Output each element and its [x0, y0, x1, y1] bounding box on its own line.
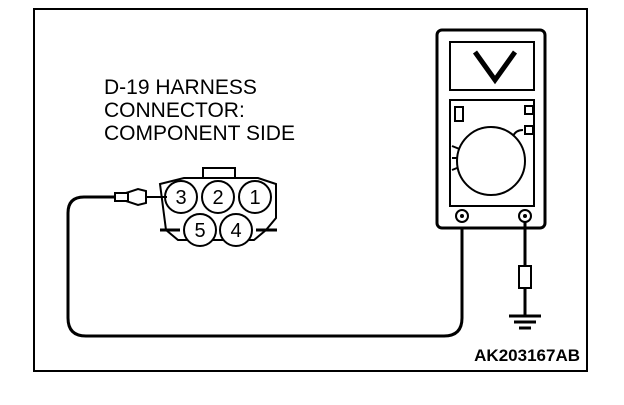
pin-5-label: 5 — [194, 220, 205, 242]
pin-3-label: 3 — [175, 187, 186, 209]
connector-label-line3: COMPONENT SIDE — [104, 122, 295, 145]
ground-probe — [518, 265, 532, 289]
voltage-symbol-v — [472, 50, 518, 85]
pin-2-label: 2 — [212, 187, 223, 209]
connector-label-line2: CONNECTOR: — [104, 99, 245, 122]
pin-4: 4 — [219, 213, 253, 247]
figure-code: AK203167AB — [474, 346, 580, 365]
connector-label-line1: D-19 HARNESS — [104, 76, 257, 99]
range-selector-dial — [456, 126, 526, 196]
harness-connector: 3 2 1 5 4 — [158, 167, 277, 247]
pin-4-label: 4 — [230, 220, 241, 242]
probe-boot — [114, 192, 129, 202]
pin-2: 2 — [201, 180, 235, 214]
connector-label: D-19 HARNESS CONNECTOR: COMPONENT SIDE — [104, 76, 295, 145]
multimeter — [435, 28, 547, 230]
pin-3: 3 — [164, 180, 198, 214]
power-switch-icon — [454, 106, 464, 122]
test-probe — [114, 187, 167, 207]
meter-button-middle — [524, 125, 534, 135]
ground-lead — [509, 222, 541, 330]
meter-display — [449, 41, 535, 91]
test-lead-wire — [66, 195, 464, 338]
pin-1: 1 — [238, 180, 272, 214]
meter-button-top — [524, 105, 534, 115]
pin-1-label: 1 — [249, 187, 260, 209]
ground-icon — [509, 314, 541, 330]
connector-latch — [202, 167, 236, 179]
pin-5: 5 — [183, 213, 217, 247]
